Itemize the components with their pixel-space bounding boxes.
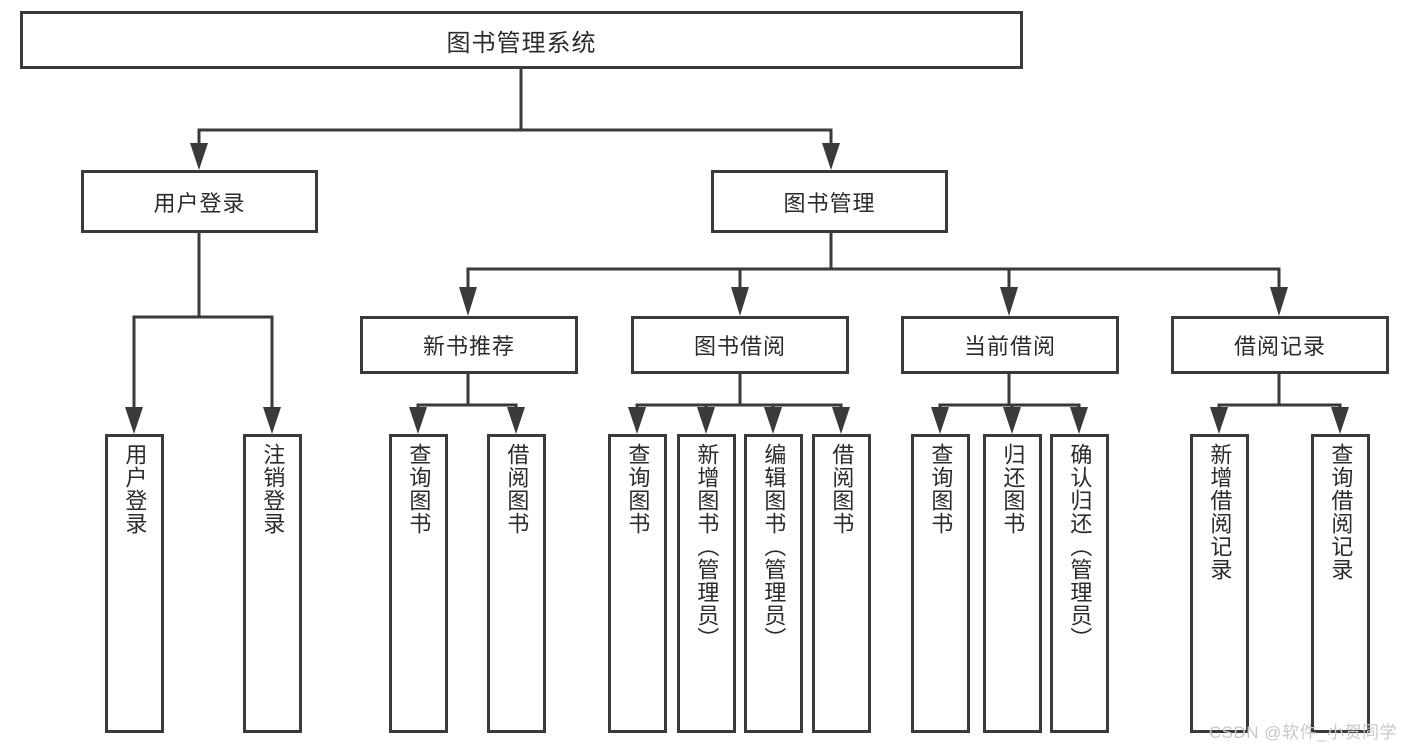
leaf-query-book-current-label: 查询图书 [928,443,954,535]
leaf-query-book-recommend-label: 查询图书 [406,443,432,535]
leaf-edit-book-admin-label: 编辑图书（管理员） [761,443,787,650]
leaf-user-login-label: 用户登录 [122,443,148,535]
leaf-add-book-admin-label: 新增图书（管理员） [694,443,720,650]
node-root[interactable]: 图书管理系统 [20,11,1023,69]
node-current-borrow[interactable]: 当前借阅 [901,316,1119,374]
leaf-add-book-admin[interactable]: 新增图书（管理员） [677,434,736,733]
node-book-borrow[interactable]: 图书借阅 [631,316,849,374]
node-current-borrow-label: 当前借阅 [963,334,1056,359]
node-root-label: 图书管理系统 [446,29,597,57]
leaf-borrow-book-label: 借阅图书 [829,443,855,535]
node-borrow-record[interactable]: 借阅记录 [1171,316,1389,374]
leaf-confirm-return-admin[interactable]: 确认归还（管理员） [1050,434,1109,733]
leaf-borrow-book-recommend[interactable]: 借阅图书 [487,434,546,733]
connector-record-to-leaves [1210,372,1349,434]
leaf-user-login[interactable]: 用户登录 [105,434,164,733]
leaf-borrow-book[interactable]: 借阅图书 [812,434,871,733]
leaf-query-book-borrow-label: 查询图书 [625,443,651,535]
node-user-login-label: 用户登录 [153,190,246,216]
node-user-login[interactable]: 用户登录 [81,170,318,233]
leaf-add-borrow-record-label: 新增借阅记录 [1207,443,1233,581]
node-new-book-recommend[interactable]: 新书推荐 [360,316,578,374]
connector-current-to-leaves [931,372,1088,434]
leaf-return-book[interactable]: 归还图书 [983,434,1042,733]
node-book-borrow-label: 图书借阅 [693,334,786,359]
watermark-text: CSDN @软件_小贺同学 [1208,723,1397,742]
leaf-logout[interactable]: 注销登录 [243,434,302,733]
connector-bookmgmt-to-level3 [459,231,1288,316]
leaf-query-book-borrow[interactable]: 查询图书 [608,434,667,733]
leaf-add-borrow-record[interactable]: 新增借阅记录 [1190,434,1249,733]
node-book-management[interactable]: 图书管理 [711,170,948,233]
leaf-edit-book-admin[interactable]: 编辑图书（管理员） [744,434,803,733]
leaf-query-borrow-record-label: 查询借阅记录 [1328,443,1354,581]
node-book-management-label: 图书管理 [783,190,876,216]
node-borrow-record-label: 借阅记录 [1233,334,1326,359]
leaf-confirm-return-admin-label: 确认归还（管理员） [1067,443,1093,650]
leaf-query-book-current[interactable]: 查询图书 [911,434,970,733]
connector-root-to-level2 [190,67,840,170]
leaf-query-book-recommend[interactable]: 查询图书 [389,434,448,733]
leaf-borrow-book-recommend-label: 借阅图书 [504,443,530,535]
connector-borrow-to-leaves [628,372,850,434]
connector-userlogin-to-leaves [125,231,281,434]
leaf-query-borrow-record[interactable]: 查询借阅记录 [1311,434,1370,733]
leaf-return-book-label: 归还图书 [1000,443,1026,535]
node-new-book-recommend-label: 新书推荐 [422,334,515,359]
connector-newbook-to-leaves [409,372,525,434]
leaf-logout-label: 注销登录 [260,443,286,535]
